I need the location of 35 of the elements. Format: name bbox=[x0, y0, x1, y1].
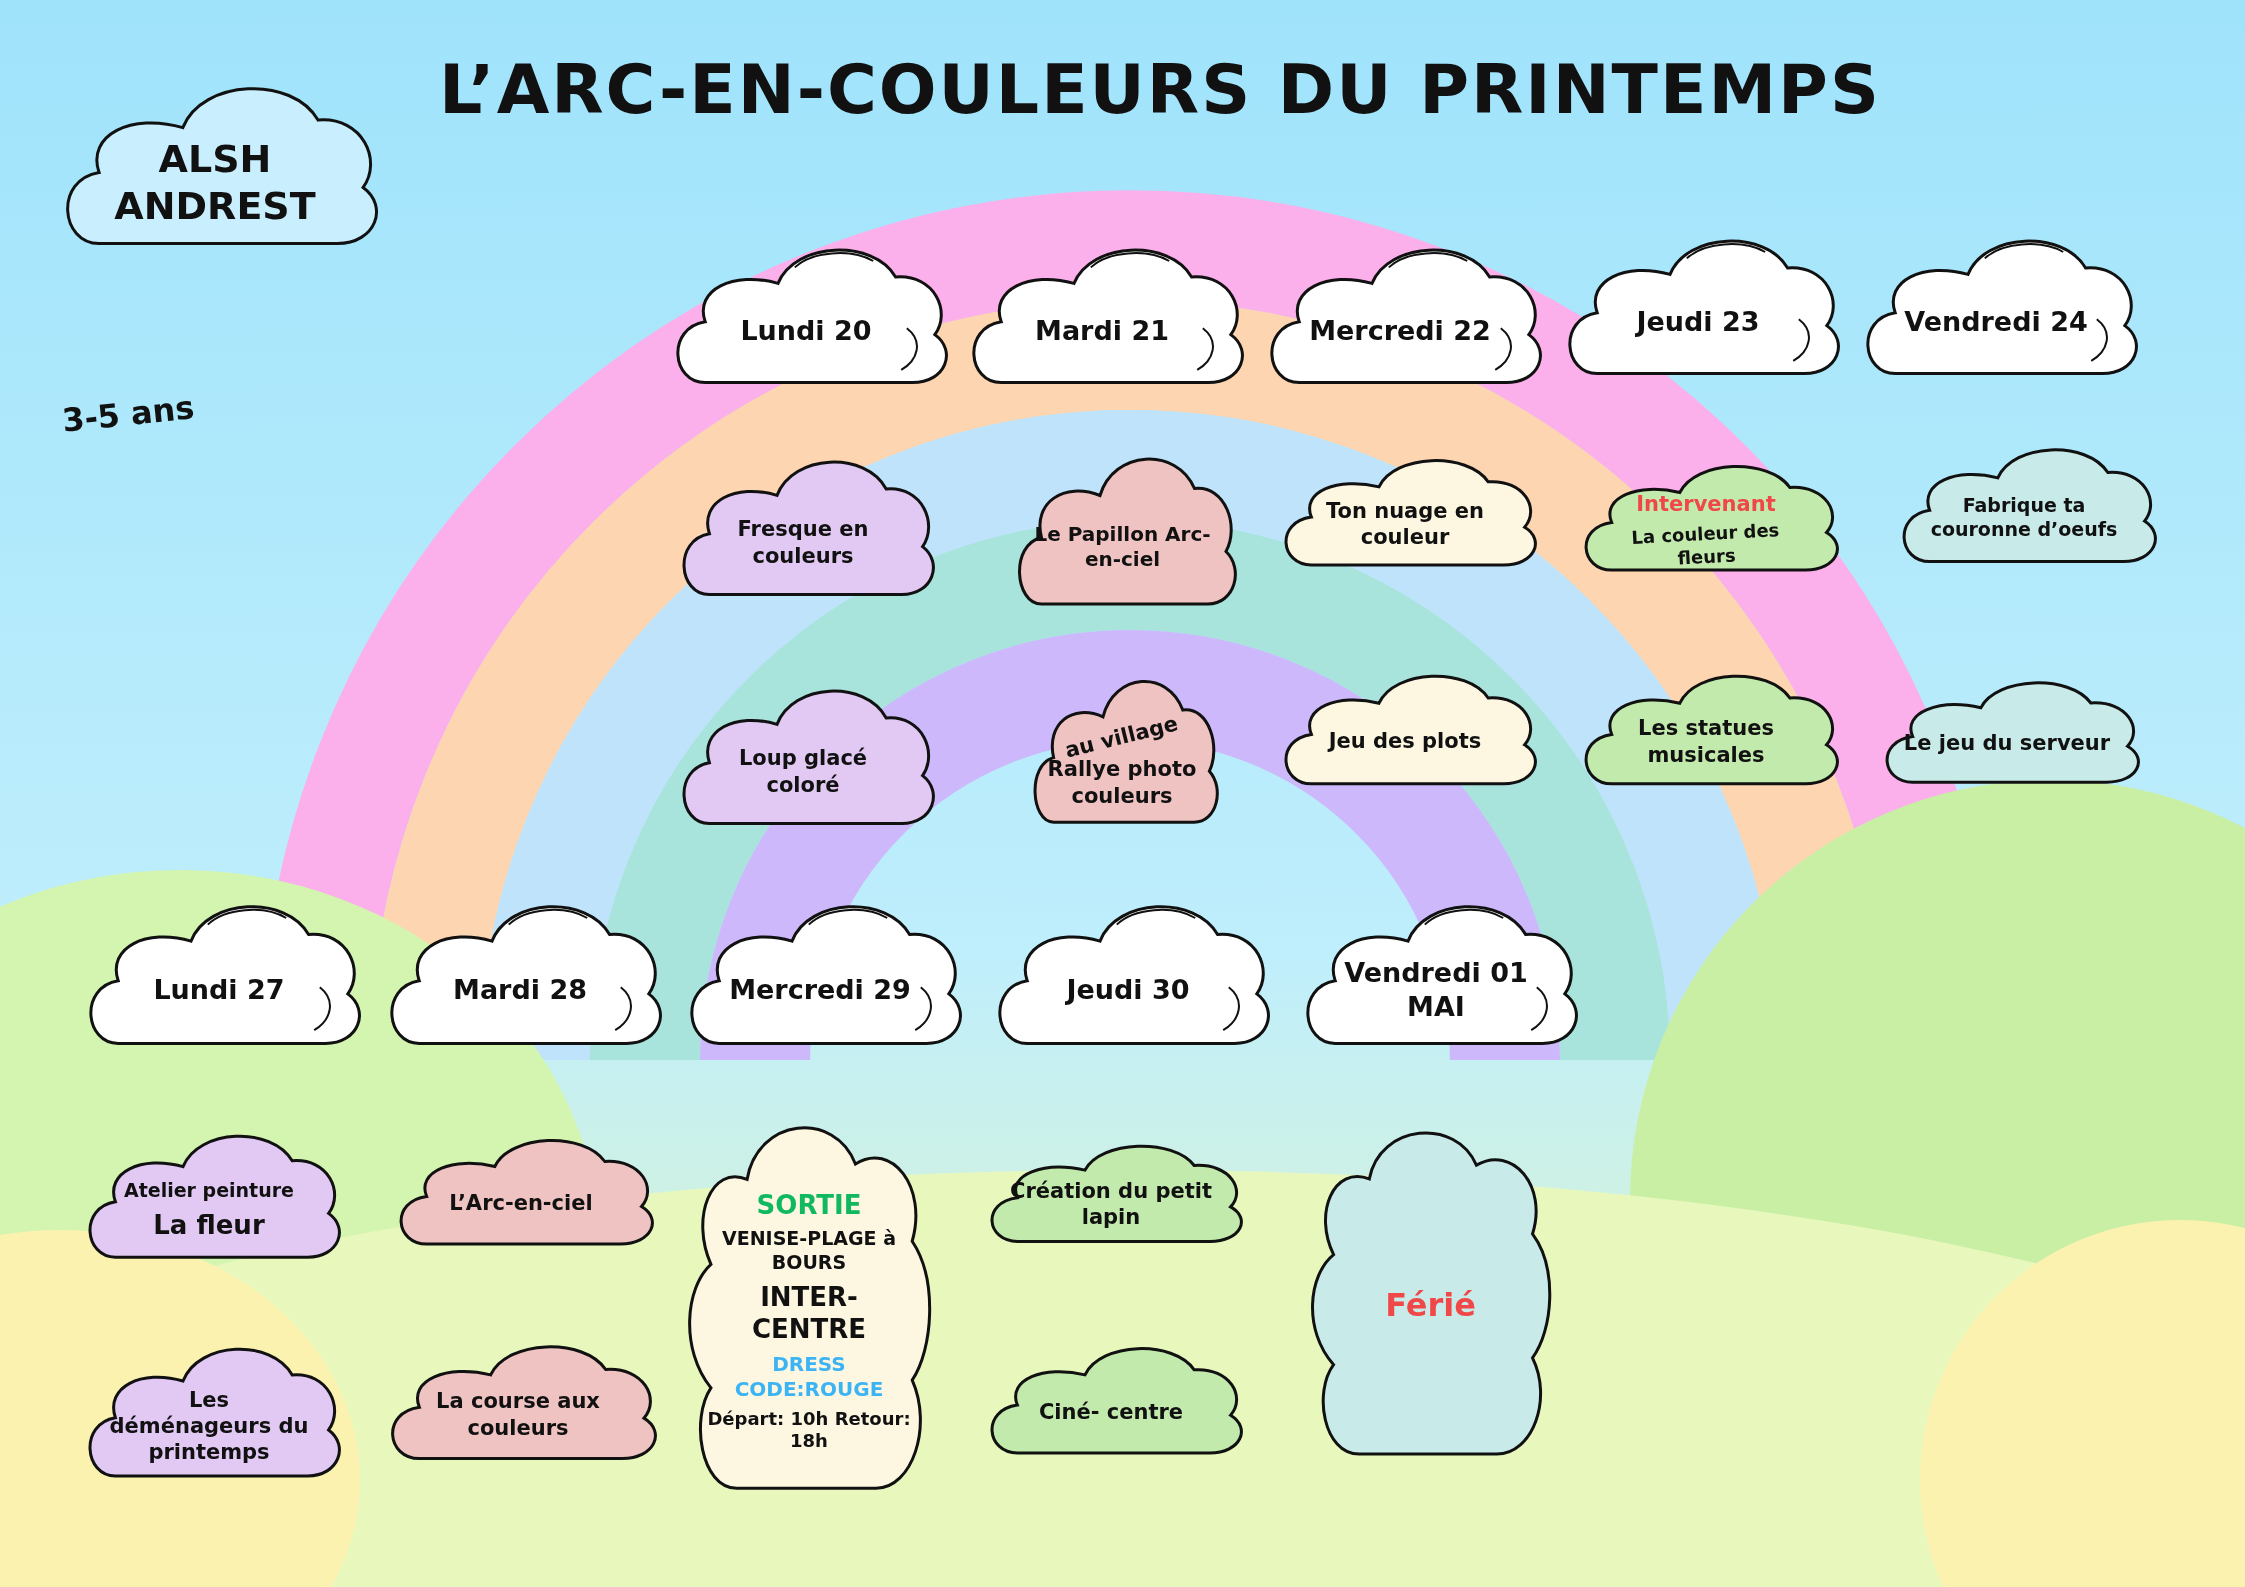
poster-title: L’ARC-EN-COULEURS DU PRINTEMPS bbox=[438, 50, 1882, 129]
day-label: Lundi 20 bbox=[740, 313, 872, 348]
activity-text: INTER-CENTRE bbox=[750, 1280, 868, 1346]
activity-text: Le jeu du serveur bbox=[1903, 729, 2111, 757]
day-label: Jeudi 23 bbox=[1636, 304, 1760, 339]
age-group-label: 3-5 ans bbox=[60, 388, 196, 440]
activity-text: Ciné- centre bbox=[1038, 1398, 1184, 1426]
day-label: Mercredi 22 bbox=[1309, 313, 1491, 348]
activity-text: SORTIE bbox=[756, 1188, 862, 1221]
activity-text: Ton nuage en couleur bbox=[1324, 497, 1486, 551]
activity-text: Atelier peinture bbox=[124, 1178, 294, 1203]
activity-text: VENISE-PLAGE à BOURS bbox=[721, 1227, 897, 1275]
day-label: Mardi 21 bbox=[1035, 313, 1169, 348]
activity-text: Fresque en couleurs bbox=[736, 516, 870, 569]
day-label: Mardi 28 bbox=[453, 973, 587, 1007]
centre-name: ALSH ANDREST bbox=[113, 135, 317, 230]
activity-text: La course aux couleurs bbox=[435, 1388, 601, 1441]
activity-text: La couleur des fleurs bbox=[1629, 518, 1781, 571]
day-label: Lundi 27 bbox=[153, 973, 285, 1007]
activity-text: L’Arc-en-ciel bbox=[449, 1190, 593, 1217]
activity-text: Fabrique ta couronne d’oeufs bbox=[1929, 493, 2119, 542]
day-label: Vendredi 24 bbox=[1904, 304, 2088, 339]
activity-text: Rallye photo couleurs bbox=[1046, 757, 1198, 809]
activity-text: La fleur bbox=[153, 1208, 265, 1242]
day-label: Jeudi 30 bbox=[1066, 973, 1190, 1007]
activity-text: Les déménageurs du printemps bbox=[108, 1386, 310, 1466]
activity-text: Départ: 10h Retour: 18h bbox=[706, 1407, 912, 1453]
day-label: Mercredi 29 bbox=[729, 973, 911, 1007]
activity-text: DRESS CODE:ROUGE bbox=[733, 1351, 885, 1402]
activity-text: Loup glacé coloré bbox=[737, 745, 869, 798]
activity-text: Jeu des plots bbox=[1328, 728, 1482, 755]
day-label: Vendredi 01 MAI bbox=[1343, 956, 1529, 1024]
activity-text: Férié bbox=[1385, 1284, 1476, 1325]
activity-text: Les statues musicales bbox=[1637, 715, 1775, 768]
activity-text: Intervenant bbox=[1636, 490, 1776, 518]
